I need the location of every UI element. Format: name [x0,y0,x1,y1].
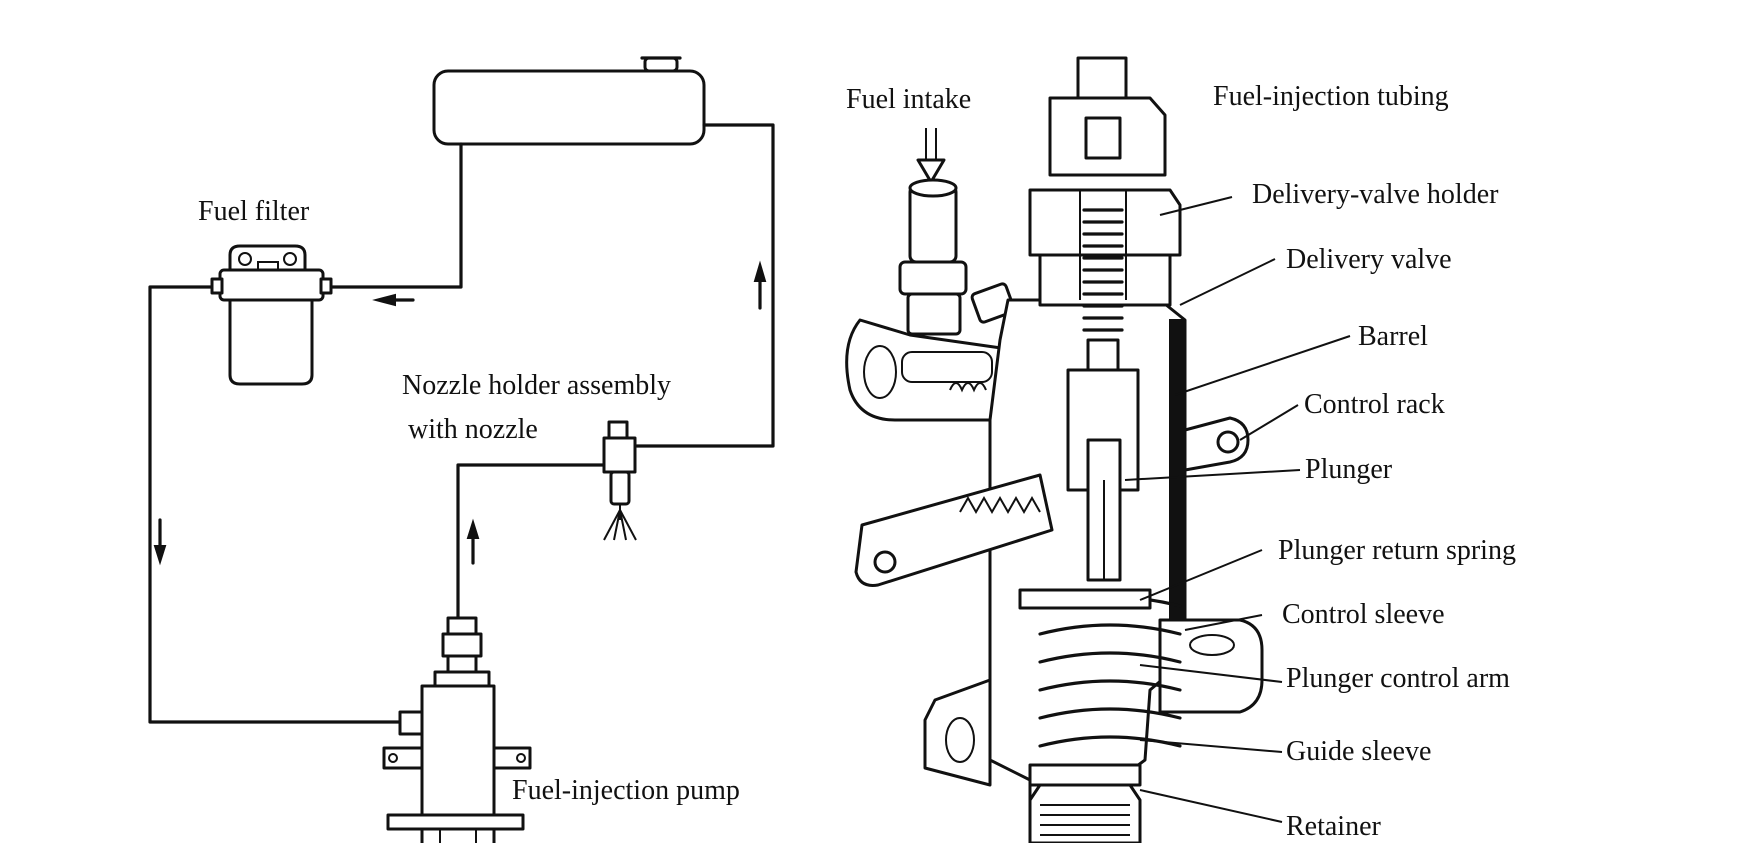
label-plunger-control-arm: Plunger control arm [1286,663,1510,694]
fuel-injection-pump-drawing [382,616,532,843]
label-delivery-valve-holder: Delivery-valve holder [1252,179,1499,210]
injection-pump-cutaway [845,56,1351,843]
fuel-intake-arrow [916,128,946,184]
label-control-sleeve: Control sleeve [1282,599,1445,630]
plunger-return-spring [1018,588,1182,787]
control-rack-drawing [854,416,1250,587]
leader-lines [1124,196,1351,823]
label-control-rack: Control rack [1304,389,1445,420]
flow-arrows [153,260,767,566]
label-plunger-return-spring: Plunger return spring [1278,535,1516,566]
nozzle-holder-drawing [602,420,637,541]
label-delivery-valve: Delivery valve [1286,244,1452,275]
label-fuel-filter: Fuel filter [198,196,310,227]
fuel-system-schematic [148,56,775,843]
label-nozzle-holder-line1: Nozzle holder assembly [402,370,672,401]
label-plunger: Plunger [1305,454,1393,485]
barrel-and-plunger [1066,368,1140,582]
fuel-intake-fitting [845,178,1017,422]
label-fuel-injection-tubing: Fuel-injection tubing [1213,81,1449,112]
fuel-lines [148,123,775,724]
label-fuel-injection-pump: Fuel-injection pump [512,775,740,806]
fuel-tank [432,56,706,146]
label-nozzle-holder-line2: with nozzle [408,414,538,445]
label-retainer: Retainer [1286,811,1381,842]
delivery-valve-holder-drawing [1028,56,1182,307]
fuel-filter-drawing [210,244,333,386]
delivery-valve-spring [1082,208,1124,372]
label-guide-sleeve: Guide sleeve [1286,736,1432,767]
retainer-drawing [1028,783,1142,843]
label-barrel: Barrel [1358,321,1428,352]
label-fuel-intake: Fuel intake [846,84,972,115]
